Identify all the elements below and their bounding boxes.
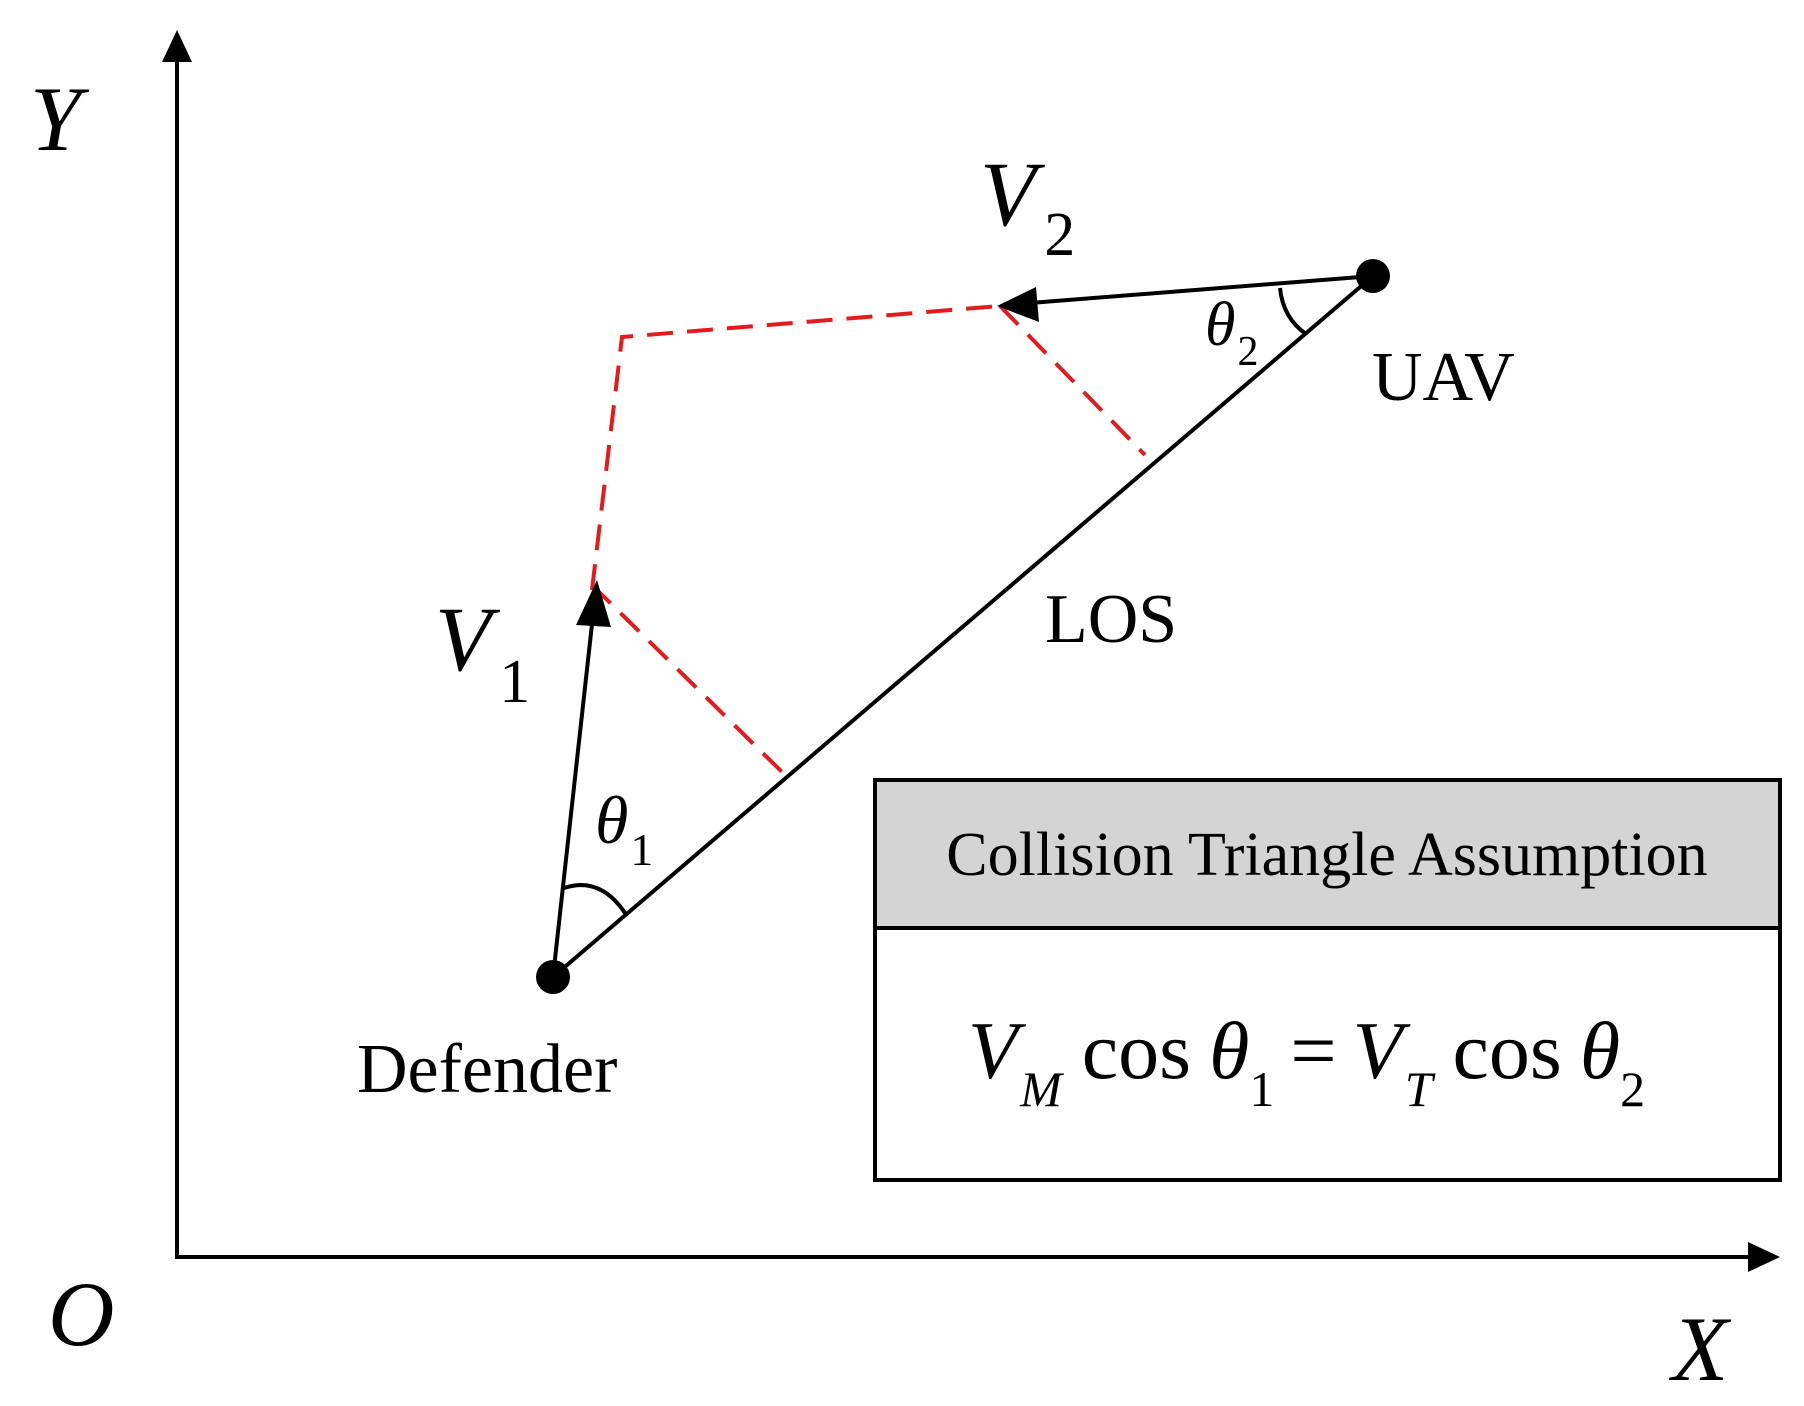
construction-lines <box>590 304 1147 774</box>
eq-theta2-subscript: 2 <box>1620 1061 1645 1117</box>
theta1-arc <box>563 883 627 915</box>
eq-vt-symbol: V <box>1353 1005 1411 1096</box>
x-axis-label: X <box>1668 1298 1732 1400</box>
axes: Y X O <box>30 30 1780 1400</box>
assumption-box-header <box>873 778 1782 930</box>
y-axis-label: Y <box>30 68 90 170</box>
y-axis-arrowhead <box>162 30 192 62</box>
eq-theta1-subscript: 1 <box>1249 1061 1274 1117</box>
eq-vm-subscript: M <box>1019 1061 1064 1117</box>
v2-symbol: V <box>980 143 1046 245</box>
theta2-symbol: θ <box>1205 291 1235 359</box>
v1-symbol: V <box>435 588 501 690</box>
eq-vm-symbol: V <box>968 1005 1026 1096</box>
defender-label: Defender <box>357 1031 617 1108</box>
uav-point <box>1356 259 1390 293</box>
defender-point <box>536 960 570 994</box>
v2-arrowhead <box>997 287 1039 322</box>
dashed-perpendicular-v1 <box>590 583 784 774</box>
theta2-arc <box>1278 287 1308 336</box>
los-line <box>551 274 1375 979</box>
dashed-perpendicular-v2 <box>998 304 1147 457</box>
eq-theta1-symbol: θ <box>1209 1005 1249 1096</box>
theta2-subscript: 2 <box>1237 329 1258 375</box>
eq-cos2: cos <box>1453 1005 1562 1096</box>
uav-label: UAV <box>1372 339 1515 416</box>
assumption-box-body <box>873 926 1782 1182</box>
origin-label: O <box>48 1263 114 1365</box>
theta1-subscript: 1 <box>630 824 653 875</box>
theta1-label: θ1 <box>595 782 653 875</box>
v1-shaft <box>551 614 595 978</box>
x-axis-arrowhead <box>1748 1242 1780 1272</box>
assumption-title: Collision Triangle Assumption <box>946 821 1707 889</box>
theta1-symbol: θ <box>595 782 628 858</box>
v1-subscript: 1 <box>499 648 530 716</box>
v2-shaft <box>1029 274 1374 305</box>
eq-theta2-symbol: θ <box>1580 1005 1620 1096</box>
theta2-label: θ2 <box>1205 291 1258 375</box>
eq-cos1: cos <box>1082 1005 1191 1096</box>
v1-arrowhead <box>576 580 611 627</box>
v2-subscript: 2 <box>1044 201 1075 269</box>
eq-equals: = <box>1290 1005 1336 1096</box>
los-label: LOS <box>1045 581 1177 658</box>
dashed-polygon <box>590 304 1001 591</box>
eq-vt-subscript: T <box>1405 1061 1436 1117</box>
